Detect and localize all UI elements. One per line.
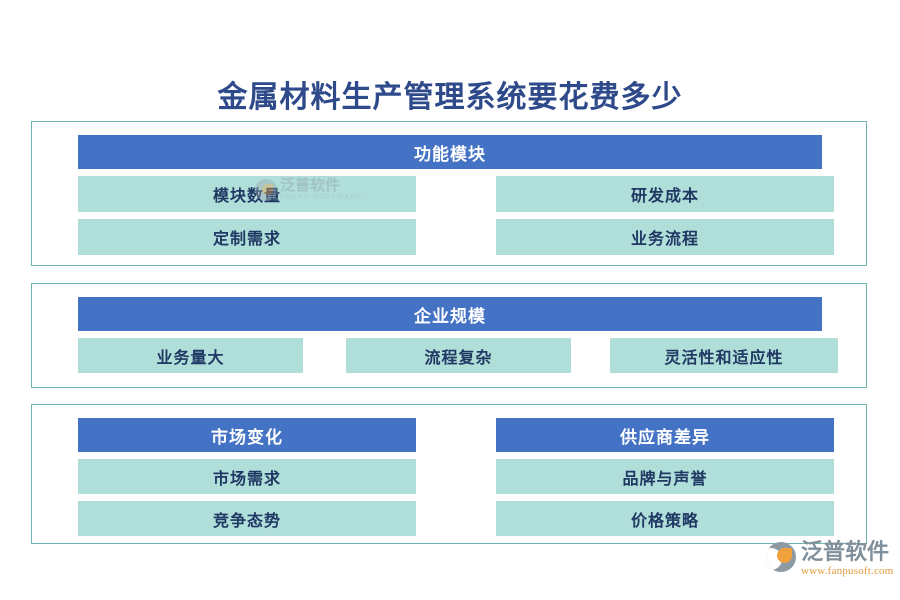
panel-market-and-supplier: 市场变化 供应商差异 市场需求 竞争态势 品牌与声誉 价格策略 (31, 404, 867, 544)
panel-enterprise-scale: 企业规模 业务量大 流程复杂 灵活性和适应性 (31, 283, 867, 388)
cell-module-count: 模块数量 (78, 176, 416, 212)
panel-1-header: 功能模块 (78, 135, 822, 169)
cell-custom-requirements: 定制需求 (78, 219, 416, 255)
cell-business-process: 业务流程 (496, 219, 834, 255)
cell-brand-reputation: 品牌与声誉 (496, 459, 834, 494)
brand-logo: 泛普软件 www.fanpusoft.com (766, 540, 894, 578)
cell-rnd-cost: 研发成本 (496, 176, 834, 212)
cell-flexibility-adaptability: 灵活性和适应性 (610, 338, 838, 373)
cell-pricing-strategy: 价格策略 (496, 501, 834, 536)
page-title: 金属材料生产管理系统要花费多少 (217, 81, 683, 114)
cell-competitive-situation: 竞争态势 (78, 501, 416, 536)
panel-function-modules: 功能模块 模块数量 研发成本 定制需求 业务流程 (31, 121, 867, 266)
fanpu-logo-icon (766, 542, 796, 572)
brand-url: www.fanpusoft.com (801, 565, 894, 577)
panel-3-header-supplier-difference: 供应商差异 (496, 418, 834, 452)
panel-3-header-market-change: 市场变化 (78, 418, 416, 452)
panel-2-header: 企业规模 (78, 297, 822, 331)
cell-market-demand: 市场需求 (78, 459, 416, 494)
brand-name: 泛普软件 (801, 539, 890, 564)
cell-high-business-volume: 业务量大 (78, 338, 303, 373)
cell-complex-process: 流程复杂 (346, 338, 571, 373)
